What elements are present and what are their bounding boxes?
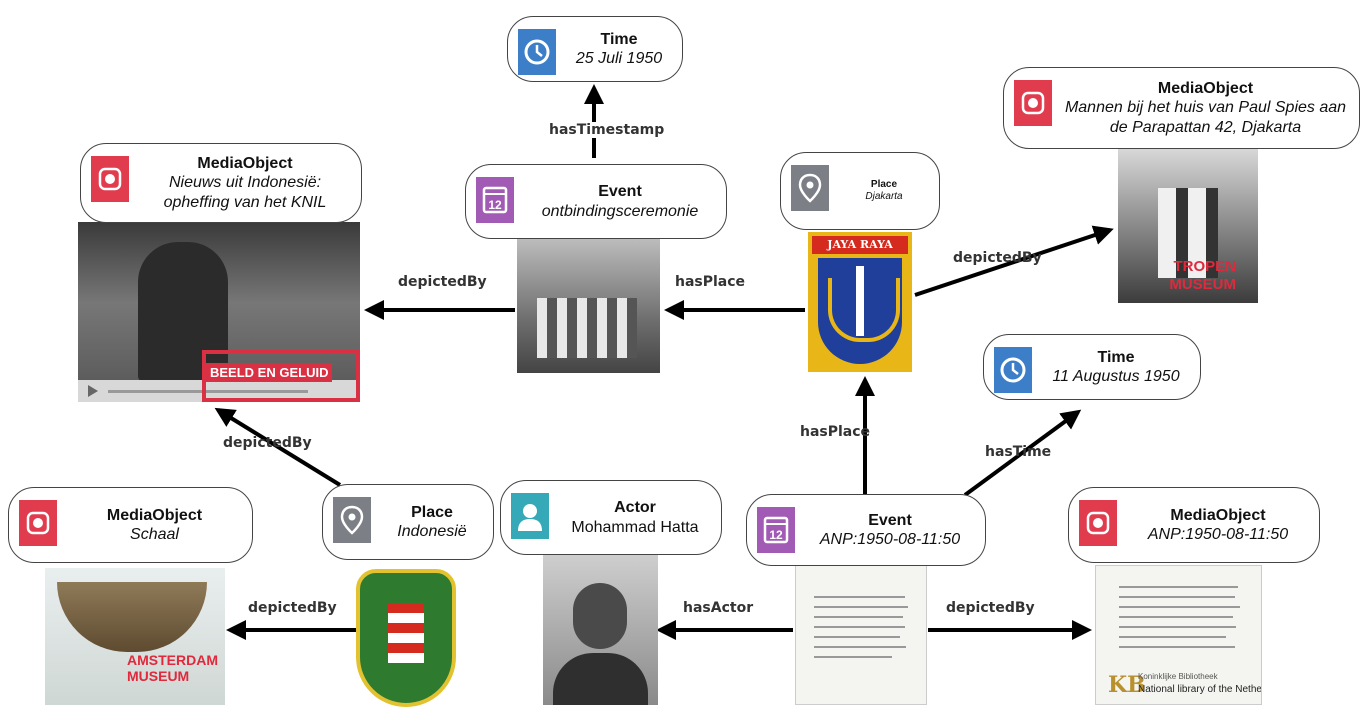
shield-field	[818, 258, 902, 364]
beeld-en-geluid-text: BEELD EN GELUID	[206, 363, 333, 382]
wreath-shape	[828, 278, 900, 342]
anp-document-media: KB Koninklijke Bibliotheek National libr…	[1095, 565, 1262, 705]
node-type: Time	[600, 30, 638, 48]
node-time-right[interactable]: Time 11 Augustus 1950	[983, 334, 1201, 400]
node-value: 25 Juli 1950	[575, 50, 663, 67]
edge-label-depicted-by-schaal: depictedBy	[248, 600, 337, 616]
video-control-bar[interactable]	[78, 380, 360, 402]
node-type: Time	[1097, 348, 1135, 366]
bowl-shape	[57, 582, 207, 652]
monument-shape	[856, 266, 864, 336]
standing-men	[1158, 188, 1218, 278]
node-type: Event	[598, 183, 642, 201]
edge-label-depicted-by-left: depictedBy	[398, 274, 487, 290]
svg-text:12: 12	[769, 528, 783, 542]
node-value: Mohammad Hatta	[571, 518, 699, 536]
jaya-raya-banner: JAYA RAYA	[812, 236, 908, 254]
person-icon	[511, 493, 549, 539]
emblem-shield	[356, 569, 456, 707]
clock-icon	[518, 29, 556, 75]
edge-has-time	[963, 409, 1082, 497]
media-object-icon	[19, 500, 57, 546]
anp-document-event	[795, 565, 927, 705]
node-value: ANP:1950-08-11:50	[819, 531, 961, 548]
tropen-museum-photo: TROPEN MUSEUM	[1118, 148, 1258, 303]
node-value: Nieuws uit Indonesië: opheffing van het …	[163, 174, 327, 211]
node-type: MediaObject	[106, 506, 203, 524]
calendar-icon: 12	[757, 507, 795, 553]
video-progress-track[interactable]	[108, 390, 308, 393]
tropen-museum-text: TROPEN MUSEUM	[1169, 258, 1236, 293]
node-value: Djakarta	[865, 191, 903, 202]
map-pin-icon	[791, 165, 829, 211]
ceremony-figures	[537, 298, 637, 358]
kb-name-line-1: Koninklijke Bibliotheek	[1138, 672, 1218, 681]
portrait-head	[573, 583, 627, 649]
edge-label-depicted-by-anp: depictedBy	[946, 600, 1035, 616]
ceremony-photo	[517, 238, 660, 373]
media-object-icon	[1079, 500, 1117, 546]
edge-label-has-place-top: hasPlace	[675, 274, 746, 290]
edge-label-has-actor: hasActor	[683, 600, 754, 616]
media-object-icon	[91, 156, 129, 202]
edge-label-has-timestamp: hasTimestamp	[545, 122, 669, 138]
kb-name-line-2: National library of the Netherlands	[1138, 684, 1262, 695]
node-value: Indonesië	[397, 523, 467, 540]
beeld-en-geluid-logo: BEELD EN GELUID	[202, 350, 360, 402]
video-still-image: BEELD EN GELUID	[78, 222, 360, 402]
indonesia-emblem	[356, 565, 456, 710]
edge-label-depicted-by-video: depictedBy	[223, 435, 312, 451]
emblem-center	[388, 603, 424, 663]
soldier-figure	[138, 242, 228, 382]
jakarta-coat-of-arms: JAYA RAYA	[808, 232, 912, 372]
node-value: ANP:1950-08-11:50	[1147, 526, 1289, 543]
node-value: Mannen bij het huis van Paul Spies aan d…	[1064, 99, 1347, 136]
node-type: Actor	[614, 499, 656, 517]
kb-mark: KB	[1108, 672, 1146, 698]
edge-depicted-by-video	[214, 407, 342, 487]
portrait-body	[553, 653, 648, 705]
node-type: Event	[868, 511, 912, 529]
play-icon[interactable]	[88, 385, 98, 397]
amsterdam-museum-text: AMSTERDAM MUSEUM	[127, 652, 218, 684]
hatta-portrait	[543, 553, 658, 705]
map-pin-icon	[333, 497, 371, 543]
svg-text:12: 12	[488, 198, 502, 212]
clock-icon	[994, 347, 1032, 393]
node-value: 11 Augustus 1950	[1052, 368, 1180, 385]
node-value: Schaal	[130, 526, 179, 543]
edge-label-has-place-bottom: hasPlace	[800, 424, 871, 440]
node-type: Place	[870, 179, 898, 190]
node-time-top[interactable]: Time 25 Juli 1950	[507, 16, 683, 82]
node-type: MediaObject	[1157, 80, 1254, 98]
schaal-bowl-photo: AMSTERDAM MUSEUM	[45, 568, 225, 705]
edge-label-depicted-by-topright: depictedBy	[953, 250, 1042, 266]
node-type: Place	[411, 503, 453, 521]
edge-label-has-time: hasTime	[985, 444, 1052, 460]
node-type: MediaObject	[197, 155, 293, 173]
calendar-icon: 12	[476, 177, 514, 223]
media-object-icon	[1014, 80, 1052, 126]
node-type: MediaObject	[1170, 506, 1266, 524]
edge-depicted-by-topright	[914, 225, 1114, 297]
node-value: ontbindingsceremonie	[541, 202, 699, 220]
